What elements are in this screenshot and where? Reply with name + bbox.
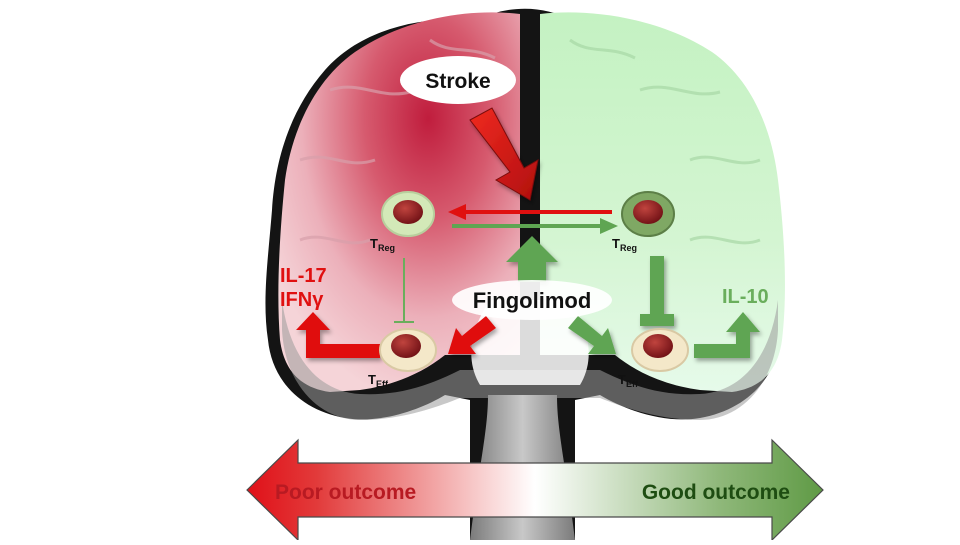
fingolimod-arrows [448,236,616,354]
treg-interaction-arrows [448,204,618,234]
fingolimod-red-arrow [448,316,496,354]
stroke-label: Stroke [425,70,490,93]
outcome-arrow: Poor outcome Good outcome [246,438,824,542]
good-outcome-label: Good outcome [642,481,790,504]
treg-right-label: TReg [612,236,637,253]
fingolimod-label: Fingolimod [473,288,592,313]
treg-cell-left [381,191,435,237]
il17-label: IL-17 [280,265,327,287]
stroke-bubble [400,56,516,104]
green-arrow-right-head [600,218,618,234]
teff-left-label: TEff [368,372,389,389]
left-sulci [299,38,496,245]
ifng-label: IFNγ [280,289,324,311]
il10-label: IL-10 [722,286,769,308]
teff-right-label: TEff [618,372,639,389]
teff-cell-right [631,328,689,372]
brain-center-body [471,300,589,385]
treg-cell-right [621,191,675,237]
fingolimod-green-arrow [568,316,616,354]
treg-left-label: TReg [370,236,395,253]
central-fissure [521,11,536,271]
fingolimod-group: Fingolimod [452,280,612,320]
right-sulci [569,38,761,245]
fingolimod-bubble [452,280,612,320]
red-arrow-left-head [448,204,466,220]
il10-arrow [694,312,760,358]
il17-arrow [296,312,380,358]
outcome-arrow-shape [246,438,824,542]
poor-outcome-label: Poor outcome [275,481,416,504]
stroke-arrow [469,107,539,201]
teff-cell-left [379,328,437,372]
stroke-group: Stroke [400,56,539,201]
left-inhibition [394,258,414,323]
right-inhibition [640,256,674,326]
fingolimod-up-arrow [506,236,558,282]
